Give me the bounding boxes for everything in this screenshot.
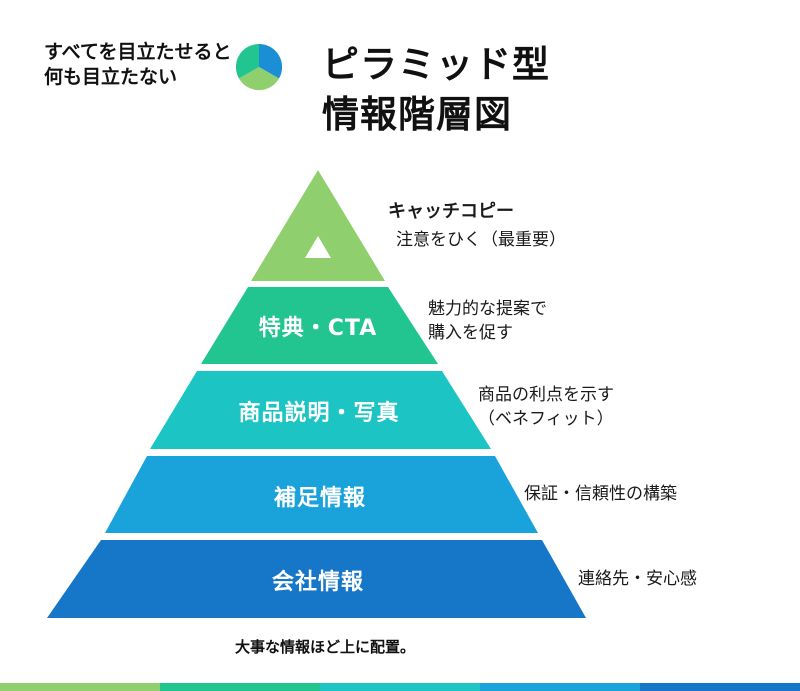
tagline-line-2: 何も目立たない [44,66,178,88]
tier-desc-3: 商品の利点を示す （ベネフィット） [478,383,614,431]
tier-label-4: 補足情報 [273,486,367,511]
bottom-bar-segment [320,683,480,691]
pyramid-tier-1 [251,170,385,281]
tagline: すべてを目立たせると 何も目立たない [44,40,232,90]
page-title-line-1: ピラミッド型 [322,43,550,86]
bottom-bar-segment [480,683,640,691]
page-title: ピラミッド型 情報階層図 [322,40,550,140]
pyramid-tier-4 [105,456,538,533]
tier-desc-3-line-2: （ベネフィット） [478,409,614,429]
tier-label-3: 商品説明・写真 [238,401,400,426]
tier-desc-5: 連絡先・安心感 [578,567,697,591]
logo-segment-blue [259,44,282,79]
tier-desc-4-line-1: 保証・信頼性の構築 [524,484,677,504]
tier-desc-1: キャッチコピー 注意をひく（最重要） [388,200,566,252]
tier-desc-4: 保証・信頼性の構築 [524,482,677,506]
tier-label-5: 会社情報 [271,570,365,595]
logo-icon [236,44,282,90]
footer-note: 大事な情報ほど上に配置。 [234,638,415,656]
tier-desc-2-line-1: 魅力的な提案で [428,299,547,319]
tier-desc-3-line-1: 商品の利点を示す [478,385,614,405]
tier-desc-2-line-2: 購入を促す [428,323,513,343]
tier-label-2: 特典・CTA [258,316,378,341]
bottom-bar-segment [160,683,320,691]
apex-triangle-icon [305,236,331,258]
logo-segment-teal [236,44,259,79]
pyramid-tier-3 [150,371,491,449]
tagline-line-1: すべてを目立たせると [44,41,232,63]
pyramid-tier-2 [201,287,438,364]
bottom-bar-segment [640,683,800,691]
page-title-line-2: 情報階層図 [322,93,512,136]
tier-desc-2: 魅力的な提案で 購入を促す [428,297,547,345]
tier-desc-5-line-1: 連絡先・安心感 [578,569,697,589]
bottom-color-bar [0,683,800,691]
pyramid-tier-5 [47,540,586,618]
tier-desc-1-head: キャッチコピー [388,201,514,222]
bottom-bar-segment [0,683,160,691]
tier-desc-1-line-1: 注意をひく（最重要） [396,230,566,250]
